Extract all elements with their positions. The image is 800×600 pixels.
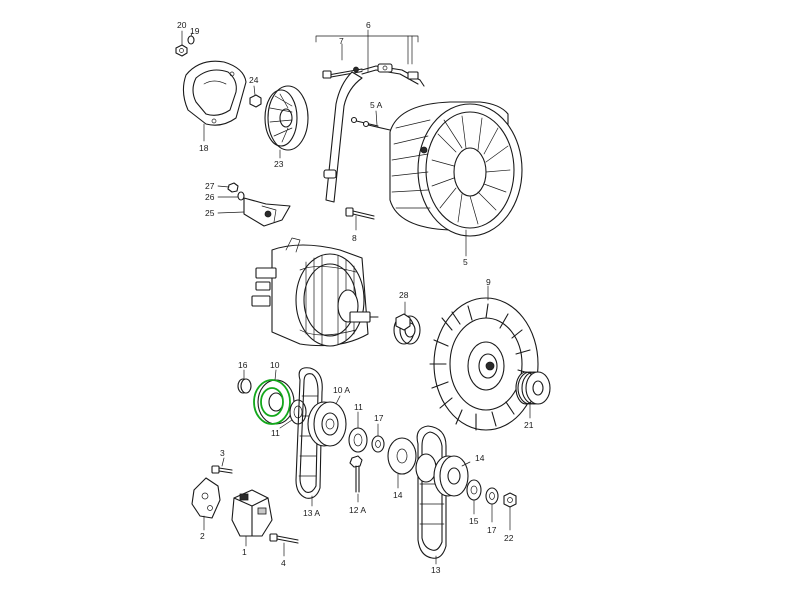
label-23: 23 bbox=[274, 159, 284, 169]
part-3-bolt[interactable] bbox=[211, 465, 233, 474]
assembly-bracket-lines bbox=[315, 29, 419, 73]
part-2-bracket[interactable] bbox=[191, 477, 221, 519]
label-3: 3 bbox=[220, 448, 225, 458]
label-6: 6 bbox=[366, 20, 371, 30]
label-5: 5 bbox=[463, 257, 468, 267]
part-19-washer[interactable] bbox=[187, 35, 195, 45]
part-17-nut-2[interactable] bbox=[485, 487, 499, 505]
label-16: 16 bbox=[238, 360, 248, 370]
label-13: 13 bbox=[431, 565, 441, 575]
part-5-fan-housing[interactable] bbox=[389, 101, 523, 237]
part-24-nut[interactable] bbox=[249, 94, 262, 108]
label-4: 4 bbox=[281, 558, 286, 568]
label-19: 19 bbox=[190, 26, 200, 36]
label-2: 2 bbox=[200, 531, 205, 541]
part-26-washer[interactable] bbox=[237, 191, 245, 201]
part-7-bolt[interactable] bbox=[322, 66, 363, 79]
part-22-nut[interactable] bbox=[503, 492, 517, 508]
part-18-fan-cover[interactable] bbox=[182, 60, 247, 126]
part-25-bracket[interactable] bbox=[243, 197, 291, 227]
label-8: 8 bbox=[352, 233, 357, 243]
alternator-assembly[interactable] bbox=[251, 237, 379, 347]
label-18: 18 bbox=[199, 143, 209, 153]
label-10a: 10 A bbox=[333, 385, 350, 395]
part-12a-bolt[interactable] bbox=[349, 455, 363, 493]
part-20-nut[interactable] bbox=[175, 44, 188, 57]
part-5a-studs[interactable] bbox=[350, 116, 391, 131]
label-7: 7 bbox=[339, 36, 344, 46]
label-12a: 12 A bbox=[349, 505, 366, 515]
label-22: 22 bbox=[504, 533, 514, 543]
part-6-clamp-strap[interactable] bbox=[323, 63, 425, 203]
part-1-regulator[interactable] bbox=[231, 489, 273, 537]
label-13a: 13 A bbox=[303, 508, 320, 518]
label-10: 10 bbox=[270, 360, 280, 370]
highlight-ring bbox=[253, 379, 291, 425]
part-15-shim[interactable] bbox=[466, 479, 482, 501]
label-17-right: 17 bbox=[487, 525, 497, 535]
part-10a-pulley-half[interactable] bbox=[307, 401, 347, 447]
label-28: 28 bbox=[399, 290, 409, 300]
part-11-shim-2[interactable] bbox=[348, 427, 368, 453]
callout-labels: 20 19 6 7 24 5 A 18 23 27 26 25 8 5 28 9… bbox=[177, 20, 534, 575]
part-28-hub[interactable] bbox=[393, 313, 421, 345]
label-14-left: 14 bbox=[393, 490, 403, 500]
part-14-pulley-half[interactable] bbox=[415, 453, 469, 497]
label-21: 21 bbox=[524, 420, 534, 430]
label-26: 26 bbox=[205, 192, 215, 202]
part-16-spacer[interactable] bbox=[237, 378, 252, 394]
part-10-pulley-half[interactable] bbox=[253, 379, 295, 425]
label-9: 9 bbox=[486, 277, 491, 287]
label-17-left: 17 bbox=[374, 413, 384, 423]
label-11-left: 11 bbox=[271, 428, 280, 438]
label-14-right: 14 bbox=[475, 453, 485, 463]
label-27: 27 bbox=[205, 181, 215, 191]
label-20: 20 bbox=[177, 20, 187, 30]
part-21-pulley[interactable] bbox=[515, 371, 551, 405]
part-4-bolt[interactable] bbox=[269, 533, 299, 544]
part-23-fan-wheel[interactable] bbox=[264, 85, 309, 151]
part-17-nut[interactable] bbox=[371, 435, 385, 453]
label-24: 24 bbox=[249, 75, 259, 85]
part-8-bolt[interactable] bbox=[345, 207, 375, 220]
label-11-right: 11 bbox=[354, 402, 363, 412]
part-14-disc[interactable] bbox=[387, 437, 417, 475]
part-9-fan-impeller[interactable] bbox=[429, 297, 539, 431]
label-25: 25 bbox=[205, 208, 215, 218]
label-1: 1 bbox=[242, 547, 247, 557]
label-15: 15 bbox=[469, 516, 479, 526]
label-5a: 5 A bbox=[370, 100, 383, 110]
part-27-bolt[interactable] bbox=[227, 182, 239, 193]
